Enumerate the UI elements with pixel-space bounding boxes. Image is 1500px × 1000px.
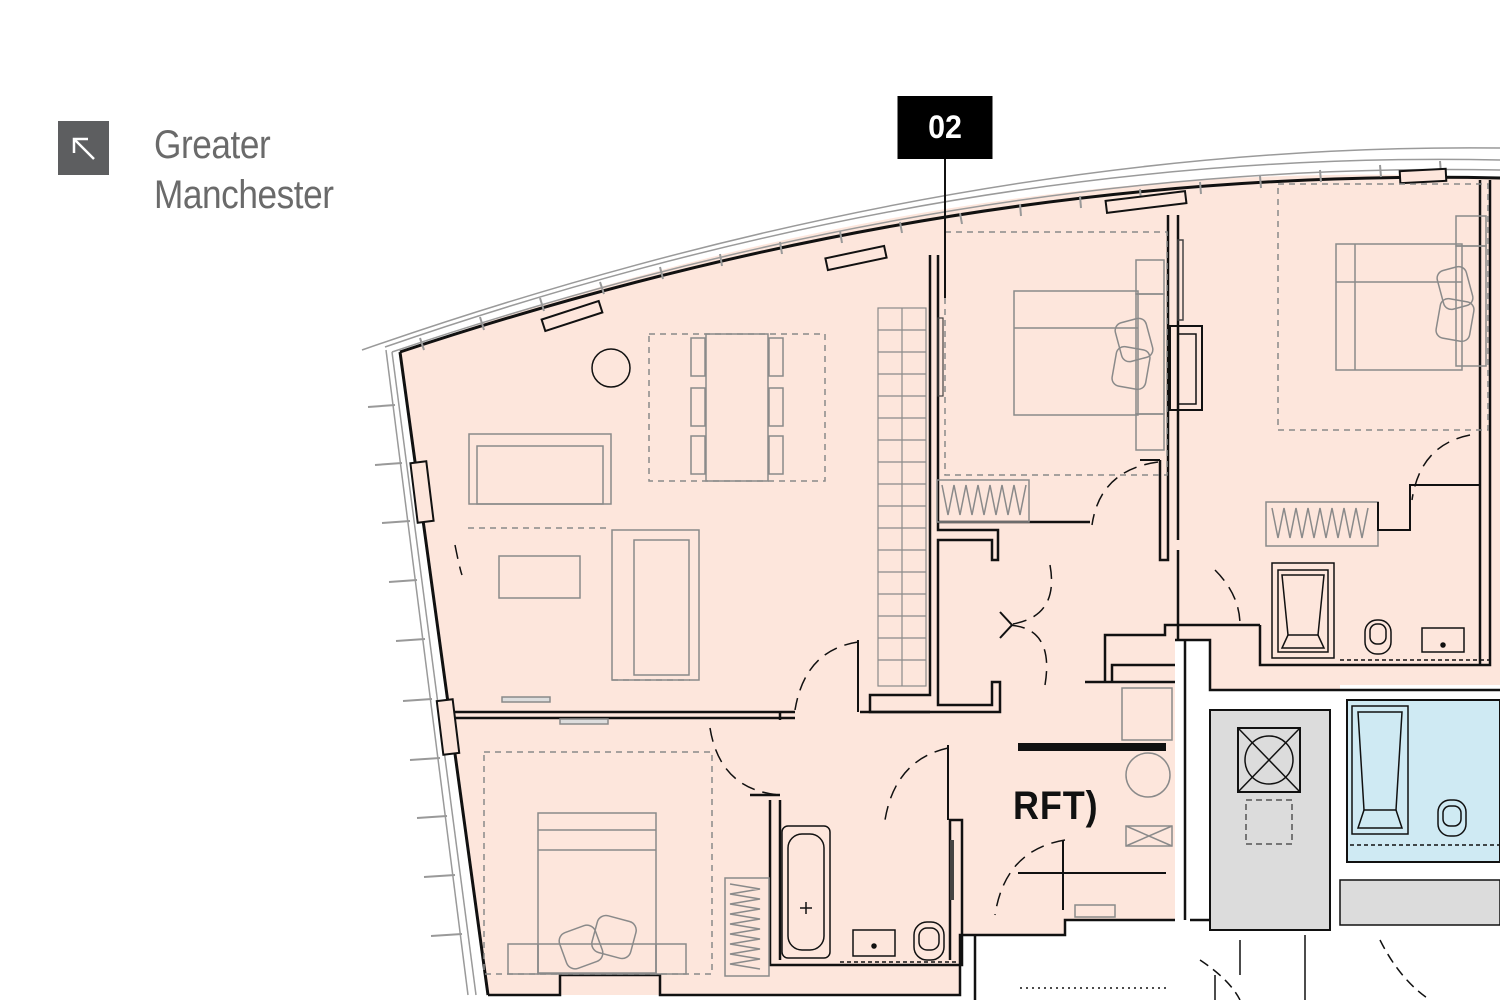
kitchen-units — [877, 307, 944, 687]
bedroom-1-furniture — [483, 751, 713, 975]
location-label: Greater Manchester — [154, 120, 334, 220]
unit-number-tag: 02 — [897, 96, 993, 159]
living-furniture — [468, 333, 826, 725]
apartment-area — [400, 174, 1500, 995]
utility-cupboards — [1074, 687, 1173, 918]
location-line-1: Greater — [154, 123, 271, 167]
area-label-fragment: RFT) — [1013, 784, 1099, 828]
left-facade — [367, 349, 490, 996]
main-bathroom — [724, 825, 958, 977]
bedroom-2-furniture — [936, 231, 1203, 523]
lift-box — [1237, 727, 1301, 793]
interior-walls — [455, 180, 1500, 1000]
ensuite-bathroom — [1271, 562, 1490, 661]
lift-core — [1209, 709, 1331, 931]
neighbour-bathroom-fixtures — [1350, 705, 1500, 846]
neighbour-bathroom — [1346, 699, 1500, 863]
bedroom-3-furniture — [1265, 183, 1489, 547]
direction-indicator — [58, 121, 109, 175]
floor-marker-lines — [1018, 743, 1166, 874]
doors — [454, 434, 1471, 916]
arrow-up-left-icon — [72, 137, 95, 160]
lower-stair — [1020, 935, 1431, 1000]
location-line-2: Manchester — [154, 173, 334, 217]
